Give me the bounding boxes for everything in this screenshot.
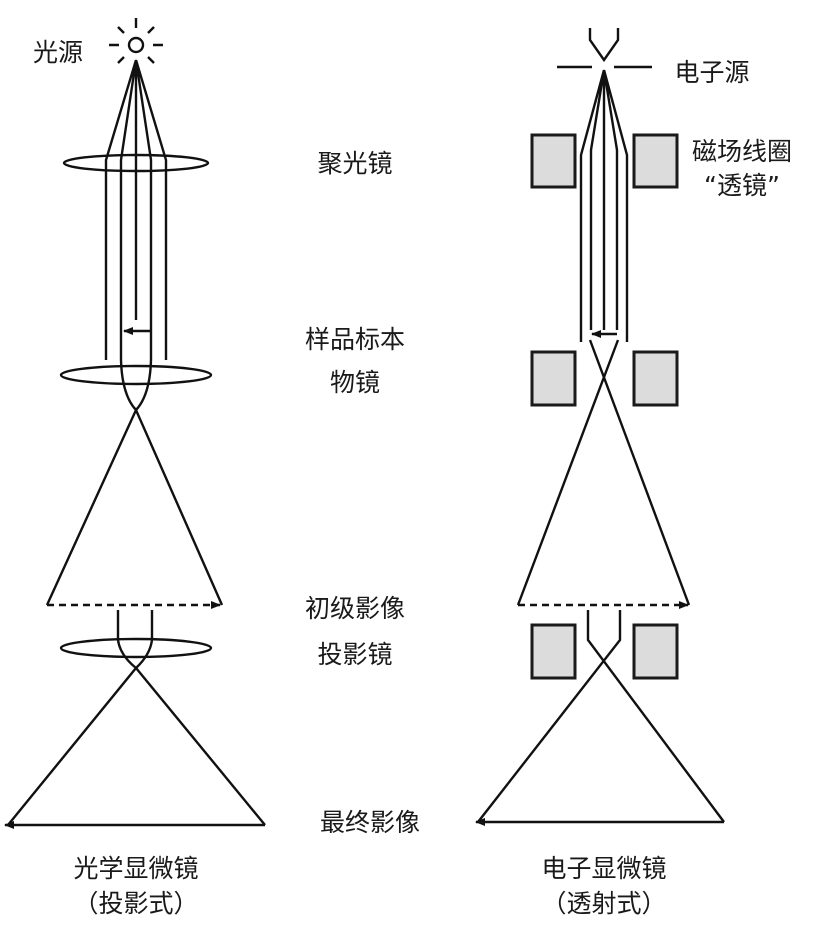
filament-icon bbox=[557, 28, 652, 69]
label-light-source: 光源 bbox=[33, 38, 83, 67]
label-magnetic-coil: 磁场线圈 bbox=[692, 137, 792, 166]
label-projector: 投影镜 bbox=[317, 640, 392, 669]
projector-lens bbox=[59, 637, 213, 659]
label-light-microscope: 光学显微镜 bbox=[73, 854, 198, 883]
label-specimen: 样品标本 bbox=[305, 325, 405, 354]
condenser-coil-right bbox=[632, 133, 679, 189]
electron-microscope bbox=[475, 28, 725, 826]
label-intermediate-image: 初级影像 bbox=[305, 594, 405, 623]
label-objective: 物镜 bbox=[330, 368, 380, 397]
light-microscope bbox=[4, 18, 266, 829]
projector-coil-left bbox=[530, 623, 577, 680]
objective-coil-right bbox=[632, 350, 679, 407]
label-electron-microscope: 电子显微镜 bbox=[541, 854, 666, 883]
electron-beams bbox=[477, 69, 725, 823]
condenser-coil-left bbox=[530, 133, 577, 189]
projector-coil-right bbox=[632, 623, 679, 680]
sun-icon bbox=[109, 18, 163, 64]
label-final-image: 最终影像 bbox=[320, 808, 420, 837]
label-electron-microscope-type: （透射式） bbox=[541, 889, 666, 918]
light-rays bbox=[7, 59, 266, 826]
label-light-microscope-type: （投影式） bbox=[73, 889, 198, 918]
label-electron-source: 电子源 bbox=[674, 58, 749, 87]
label-condenser: 聚光镜 bbox=[317, 149, 392, 178]
label-lens-quote: “透镜” bbox=[704, 171, 780, 200]
condenser-lens bbox=[62, 153, 210, 173]
objective-lens bbox=[59, 364, 213, 386]
objective-coil-left bbox=[530, 350, 577, 407]
